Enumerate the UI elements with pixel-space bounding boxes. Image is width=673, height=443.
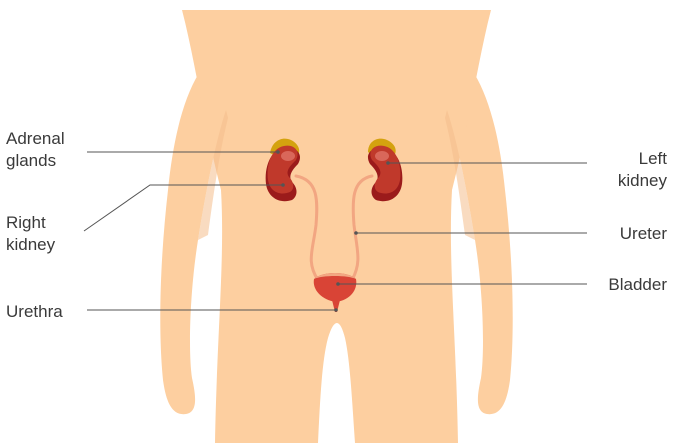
label-left-kidney: Left kidney [618, 148, 667, 192]
label-ureter: Ureter [620, 223, 667, 245]
body-silhouette [160, 10, 512, 443]
label-right-kidney: Right kidney [6, 212, 55, 256]
label-adrenal-glands: Adrenal glands [6, 128, 65, 172]
label-urethra: Urethra [6, 301, 63, 323]
torso [182, 10, 491, 443]
label-bladder: Bladder [608, 274, 667, 296]
